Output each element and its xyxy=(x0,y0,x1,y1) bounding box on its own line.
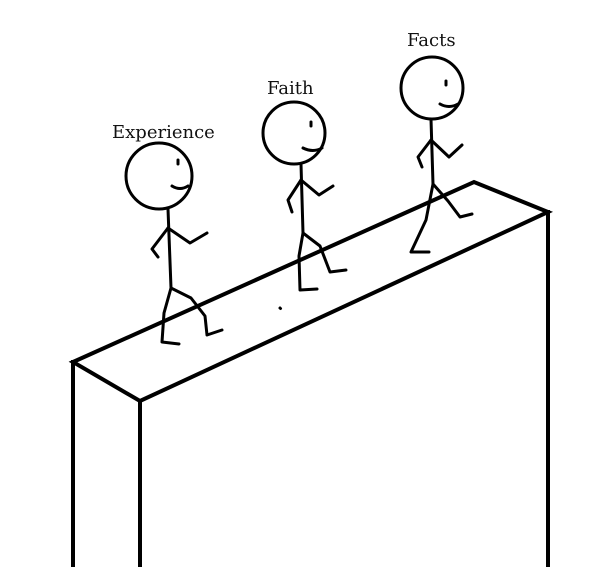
figure-label-experience: Experience xyxy=(112,122,215,143)
figure-leg-front xyxy=(301,231,348,274)
figure-smile xyxy=(301,146,324,152)
figure-smile xyxy=(438,102,460,108)
wall-block xyxy=(68,179,554,567)
figure-arm-back xyxy=(150,226,170,259)
stick-figure-experience: Experience xyxy=(112,122,224,346)
figure-arm-front xyxy=(429,138,464,159)
figure-leg-back xyxy=(297,231,319,292)
figure-label-faith: Faith xyxy=(267,78,314,99)
stick-figure-facts: Facts xyxy=(399,30,474,254)
figure-body xyxy=(429,117,435,186)
figure-arm-back xyxy=(286,178,303,214)
figure-arm-front xyxy=(166,226,209,245)
figure-label-facts: Facts xyxy=(407,30,456,51)
figure-head xyxy=(399,55,465,121)
figure-leg-front xyxy=(431,182,474,219)
figure-leg-back xyxy=(160,286,181,346)
stick-figure-faith: Faith xyxy=(261,78,348,310)
figure-smile xyxy=(170,184,190,190)
figure-arm-front xyxy=(299,178,335,197)
wall-top-face xyxy=(68,179,554,404)
figure-dot xyxy=(278,306,282,310)
figure-head xyxy=(124,141,194,211)
figure-body xyxy=(299,162,305,235)
figure-leg-back xyxy=(409,182,435,254)
figure-head xyxy=(261,100,327,166)
figure-leg-front xyxy=(169,286,224,337)
figure-body xyxy=(166,207,173,290)
figure-arm-back xyxy=(416,138,433,169)
